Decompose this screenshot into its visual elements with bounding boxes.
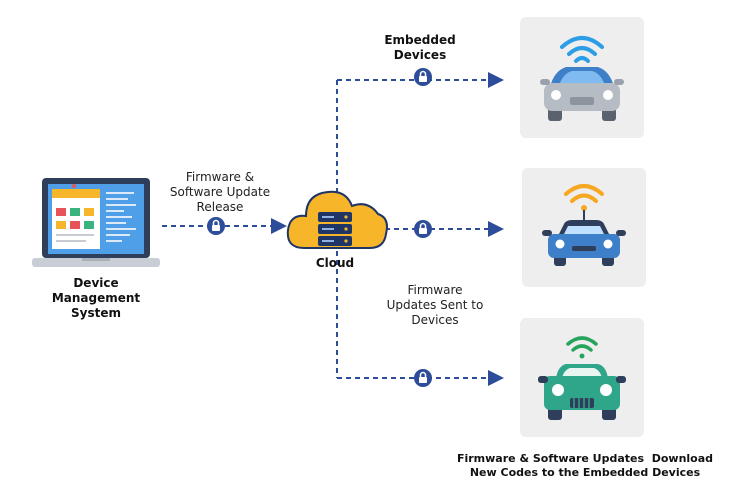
embedded-devices-label: Embedded Devices <box>375 33 465 63</box>
release-line2: Software Update <box>169 185 271 199</box>
cloud-label: Cloud <box>315 256 355 270</box>
lock-icon <box>207 217 225 235</box>
car-icon <box>540 36 624 121</box>
car-icon <box>538 336 626 420</box>
wifi-icon <box>564 184 604 222</box>
release-line1: Firmware & <box>185 170 255 184</box>
top-device-card <box>520 17 644 138</box>
device-management-line2: Management <box>51 291 141 305</box>
cloud-server-icon <box>286 190 388 249</box>
device-management-line3: System <box>71 306 121 320</box>
middle-device-card <box>522 168 646 287</box>
embedded-line2: Devices <box>393 48 447 62</box>
footer-line2: New Codes to the Embedded Devices <box>469 466 701 479</box>
lock-icon <box>414 220 432 238</box>
lock-icon <box>414 68 432 86</box>
release-line3: Release <box>196 200 244 214</box>
embedded-line1: Embedded <box>384 33 456 47</box>
wifi-icon <box>560 36 604 63</box>
sent-line2: Updates Sent to <box>386 298 484 312</box>
sent-line3: Devices <box>411 313 459 327</box>
lock-icon <box>414 369 432 387</box>
footer-caption: Firmware & Software Updates Download New… <box>440 452 730 480</box>
sent-line1: Firmware <box>407 283 463 297</box>
car-icon <box>542 184 626 266</box>
wifi-icon <box>566 336 598 359</box>
release-label: Firmware & Software Update Release <box>160 170 280 215</box>
updates-sent-label: Firmware Updates Sent to Devices <box>370 283 500 328</box>
laptop-icon <box>32 178 160 267</box>
device-management-label: Device Management System <box>44 276 148 321</box>
bottom-device-card <box>520 318 644 437</box>
footer-line1: Firmware & Software Updates Download <box>456 452 714 465</box>
device-management-line1: Device <box>73 276 119 290</box>
